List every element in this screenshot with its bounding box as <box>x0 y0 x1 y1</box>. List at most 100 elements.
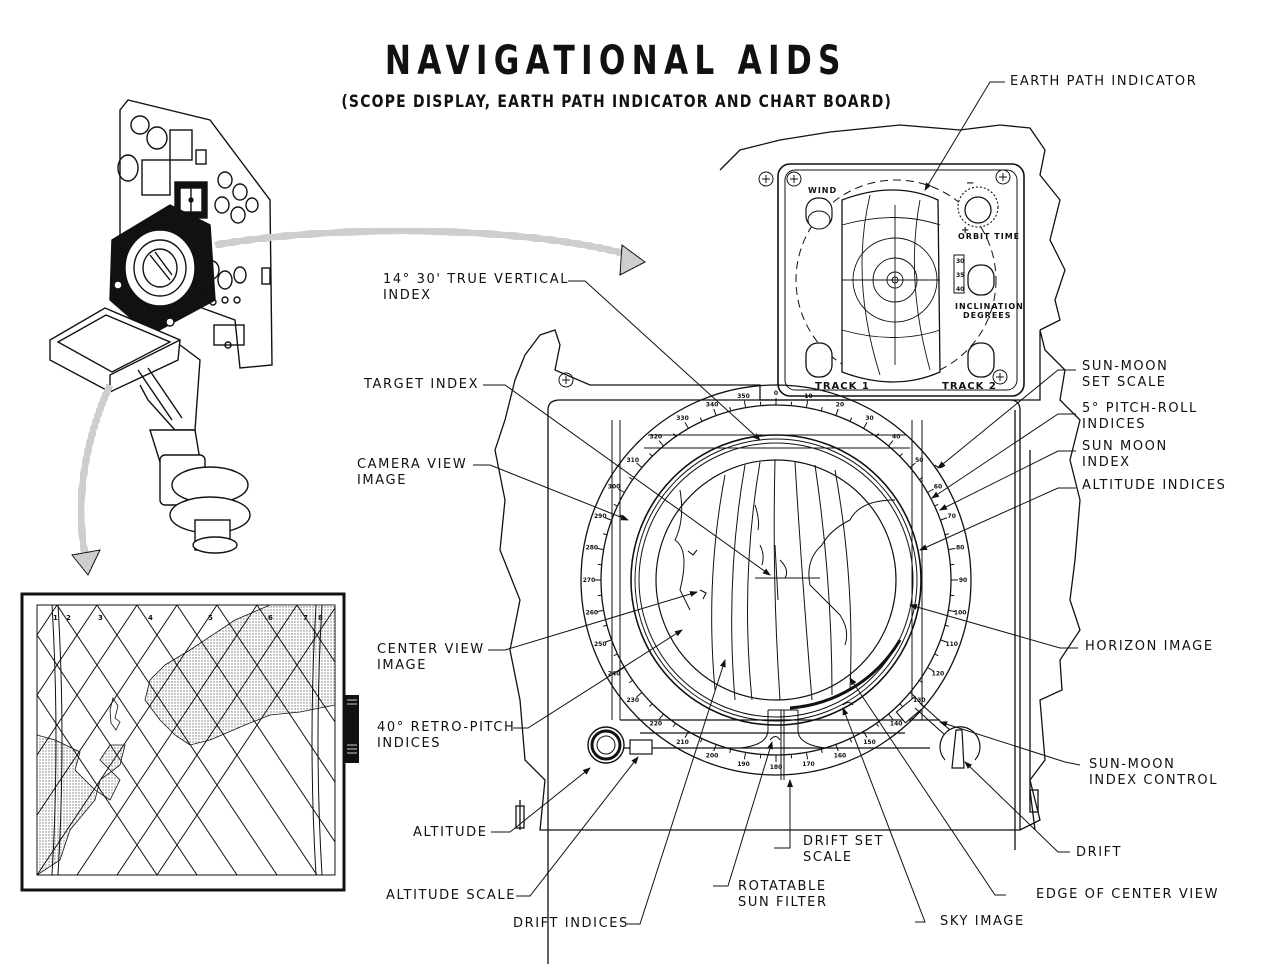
scale-tick-label: 330 <box>676 415 689 422</box>
scale-tick <box>927 488 934 493</box>
scale-tick-label: 200 <box>706 753 719 760</box>
scale-tick-label: 340 <box>706 401 719 408</box>
orbit-track-line <box>96 605 278 875</box>
orbit-track-line <box>176 605 335 843</box>
scale-tick <box>743 400 747 408</box>
scale-tick-label: 140 <box>890 720 903 727</box>
scale-tick-label: 280 <box>586 545 599 552</box>
scale-minor-tick <box>729 406 732 412</box>
scale-tick <box>888 713 894 720</box>
orbit-track-line <box>76 605 258 875</box>
screw-icon <box>786 171 802 187</box>
wind-label: WIND <box>808 186 837 195</box>
track-number: 1 <box>53 614 58 622</box>
callout-camera-view-image: CAMERA VIEW IMAGE <box>357 457 468 488</box>
scale-tick <box>604 639 612 643</box>
scale-minor-tick <box>820 406 823 412</box>
orbit-track-line <box>296 605 335 663</box>
track-number: 4 <box>148 614 153 622</box>
scale-tick-label: 90 <box>959 577 967 584</box>
track-number: 7 <box>303 614 308 622</box>
callout-retro-pitch-indices: 40° RETRO-PITCH INDICES <box>377 720 516 751</box>
track1-label: TRACK 1 <box>815 381 870 392</box>
scale-minor-tick <box>944 533 950 536</box>
scale-minor-tick <box>944 624 950 627</box>
drift-knob[interactable] <box>939 726 981 769</box>
scale-tick-label: 120 <box>932 671 945 678</box>
scale-tick-label: 40 <box>892 434 900 441</box>
orbit-time-knob[interactable] <box>957 186 999 228</box>
scale-tick-label: 60 <box>934 484 942 491</box>
track2-knob[interactable] <box>967 342 995 378</box>
scale-minor-tick <box>849 738 853 743</box>
scale-tick <box>684 422 689 429</box>
track1-knob[interactable] <box>805 342 833 378</box>
orbit-track-line <box>37 605 178 816</box>
scale-minor-tick <box>849 417 853 422</box>
scale-tick <box>596 547 604 551</box>
callout-target-index: TARGET INDEX <box>364 377 480 392</box>
callout-drift: DRIFT <box>1076 845 1123 860</box>
inclination-label: INCLINATION <box>955 302 1024 311</box>
pointer-arrow-to-chart-board <box>71 383 114 576</box>
callout-rotatable-sun-filter: ROTATABLE SUN FILTER <box>738 879 828 910</box>
scale-minor-tick <box>699 417 703 422</box>
scope-display <box>580 384 972 780</box>
scale-tick <box>618 488 625 493</box>
altitude-knob[interactable] <box>587 726 625 764</box>
screw-icon <box>992 369 1008 385</box>
scale-tick-label: 0 <box>774 390 778 397</box>
orbit-track-edge <box>51 605 57 875</box>
scale-tick-label: 250 <box>594 641 607 648</box>
orbit-track-line <box>37 634 198 875</box>
page-subtitle: (SCOPE DISPLAY, EARTH PATH INDICATOR AND… <box>341 92 893 112</box>
track-number: 5 <box>208 614 213 622</box>
scale-tick <box>596 609 604 613</box>
scale-tick <box>909 462 916 468</box>
orbit-track-edge <box>317 605 323 875</box>
scale-minor-tick <box>649 453 653 457</box>
orbit-track-edge <box>57 605 63 875</box>
scale-minor-tick <box>672 723 677 727</box>
callout-sun-moon-index: SUN MOON INDEX <box>1082 439 1168 470</box>
wind-knob[interactable] <box>805 197 833 230</box>
callout-sky-image: SKY IMAGE <box>940 914 1025 929</box>
scale-tick <box>948 547 956 551</box>
callout-altitude: ALTITUDE <box>413 825 488 840</box>
orbit-track-line <box>156 607 335 875</box>
screw-icon <box>758 171 774 187</box>
scale-tick <box>743 752 747 760</box>
scale-tick-label: 150 <box>863 739 876 746</box>
callout-sun-moon-index-control: SUN-MOON INDEX CONTROL <box>1089 757 1219 788</box>
scale-tick <box>805 400 809 408</box>
orbit-track-line <box>37 605 218 875</box>
degrees-label: DEGREES <box>963 311 1012 320</box>
callout-true-vertical-index: 14° 30' TRUE VERTICAL INDEX <box>383 272 570 303</box>
callout-sun-moon-set-scale: SUN-MOON SET SCALE <box>1082 359 1169 390</box>
orbit-track-line <box>216 605 335 783</box>
scale-tick-label: 290 <box>594 513 607 520</box>
scale-tick <box>863 422 868 429</box>
track-number: 8 <box>318 614 323 622</box>
scale-tick-label: 210 <box>676 739 689 746</box>
scale-minor-tick <box>629 679 633 684</box>
scale-tick-label: 20 <box>836 401 844 408</box>
scale-minor-tick <box>729 748 732 754</box>
scale-tick <box>713 408 717 416</box>
scale-tick-label: 320 <box>650 434 663 441</box>
callout-edge-of-center-view: EDGE OF CENTER VIEW <box>1036 887 1220 902</box>
scale-tick-label: 160 <box>834 753 847 760</box>
orbit-track-line <box>37 605 98 696</box>
inclination-tick: 35 <box>956 272 964 279</box>
scale-tick <box>863 731 868 738</box>
scale-tick-label: 180 <box>770 764 783 771</box>
track-number: 3 <box>98 614 103 622</box>
scale-tick-label: 240 <box>608 671 621 678</box>
orbit-track-line <box>116 605 298 875</box>
scale-tick-label: 100 <box>954 609 967 616</box>
scale-minor-tick <box>602 624 608 627</box>
leader-lines <box>473 81 1081 925</box>
pointer-arrow-to-earth-path <box>214 227 646 276</box>
inclination-knob[interactable] <box>967 264 995 296</box>
scale-tick-label: 110 <box>945 641 958 648</box>
